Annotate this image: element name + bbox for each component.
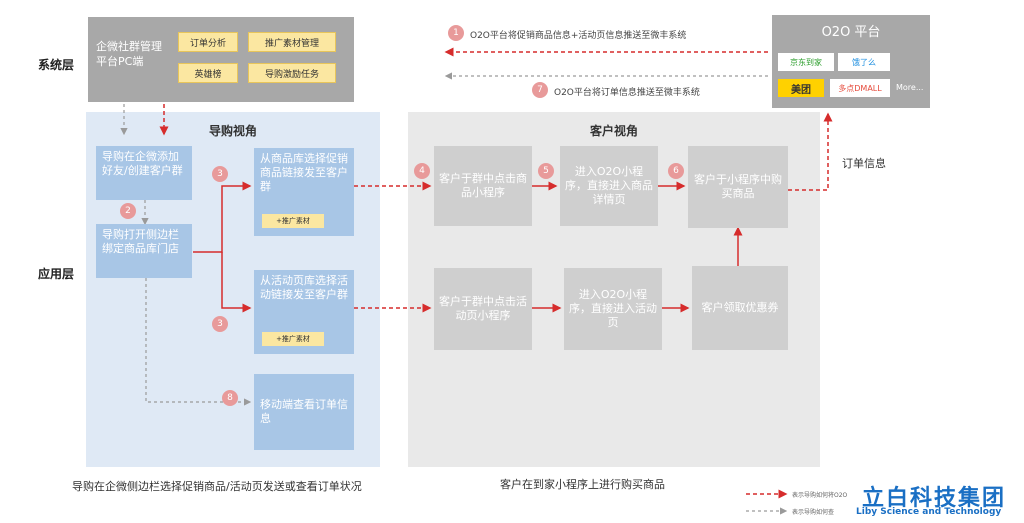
brand-logo-en: Liby Science and Technology	[856, 507, 1002, 517]
step-3a-badge: 3	[212, 166, 228, 182]
guide-caption: 导购在企微侧边栏选择促销商品/活动页发送或查看订单状况	[72, 480, 362, 493]
customer-zone-title: 客户视角	[589, 124, 638, 138]
application-layer-label: 应用层	[38, 267, 75, 281]
customer-click-product-box: 客户于群中点击商品小程序	[434, 146, 532, 226]
step-6-badge: 6	[668, 163, 684, 179]
tag-leaderboard: 英雄榜	[178, 63, 238, 83]
step-3b-badge: 3	[212, 316, 228, 332]
step-8-badge: 8	[222, 390, 238, 406]
customer-activity-page-box: 进入O2O小程序，直接进入活动页	[564, 268, 662, 350]
tag-promo-material: 推广素材管理	[248, 32, 336, 52]
more-label: More...	[896, 83, 924, 92]
guide-add-friend-box: 导购在企微添加好友/创建客户群	[96, 146, 192, 200]
guide-product-link-text: 从商品库选择促销商品链接发至客户群	[260, 152, 348, 193]
brand-logo-cn: 立白科技集团	[862, 486, 1007, 511]
guide-activity-link-text: 从活动页库选择活动链接发至客户群	[260, 274, 348, 301]
legend-grey-text: 表示导购如何查	[792, 509, 835, 516]
o2o-platform-box: O2O 平台 京东到家 饿了么 美团 多点DMALL More...	[772, 15, 930, 108]
flow-1-label: O2O平台将促销商品信息+活动页信息推送至微丰系统	[470, 31, 687, 41]
system-platform-title: 企微社群管理平台PC端	[96, 40, 162, 68]
guide-product-link-box: 从商品库选择促销商品链接发至客户群 +推广素材	[254, 148, 354, 236]
step-7-badge: 7	[532, 82, 548, 98]
jd-daojia-logo: 京东到家	[778, 53, 834, 71]
step-5-badge: 5	[538, 163, 554, 179]
step-2-badge: 2	[120, 203, 136, 219]
customer-caption: 客户在到家小程序上进行购买商品	[500, 478, 665, 491]
guide-bind-store-box: 导购打开侧边栏绑定商品库门店	[96, 224, 192, 278]
legend-red-text: 表示导购如何将O2O	[792, 492, 848, 499]
flow-7-label: O2O平台将订单信息推送至微丰系统	[554, 88, 700, 98]
eleme-logo: 饿了么	[838, 53, 890, 71]
promo-material-tag-b: +推广素材	[262, 332, 324, 346]
tag-order-analysis: 订单分析	[178, 32, 238, 52]
guide-zone-title: 导购视角	[208, 124, 257, 138]
customer-purchase-box: 客户于小程序中购买商品	[688, 146, 788, 228]
system-layer-label: 系统层	[38, 58, 75, 72]
step-4-badge: 4	[414, 163, 430, 179]
guide-activity-link-box: 从活动页库选择活动链接发至客户群 +推广素材	[254, 270, 354, 354]
customer-coupon-box: 客户领取优惠券	[692, 266, 788, 350]
customer-product-detail-box: 进入O2O小程序，直接进入商品详情页	[560, 146, 658, 226]
system-platform-box: 企微社群管理平台PC端 订单分析 推广素材管理 英雄榜 导购激励任务	[88, 17, 354, 102]
o2o-title: O2O 平台	[821, 25, 881, 40]
customer-click-activity-box: 客户于群中点击活动页小程序	[434, 268, 532, 350]
dmall-logo: 多点DMALL	[830, 79, 890, 97]
order-info-label: 订单信息	[842, 157, 886, 170]
tag-incentive-task: 导购激励任务	[248, 63, 336, 83]
promo-material-tag-a: +推广素材	[262, 214, 324, 228]
meituan-logo: 美团	[778, 79, 824, 97]
step-1-badge: 1	[448, 25, 464, 41]
guide-view-orders-box: 移动端查看订单信息	[254, 374, 354, 450]
